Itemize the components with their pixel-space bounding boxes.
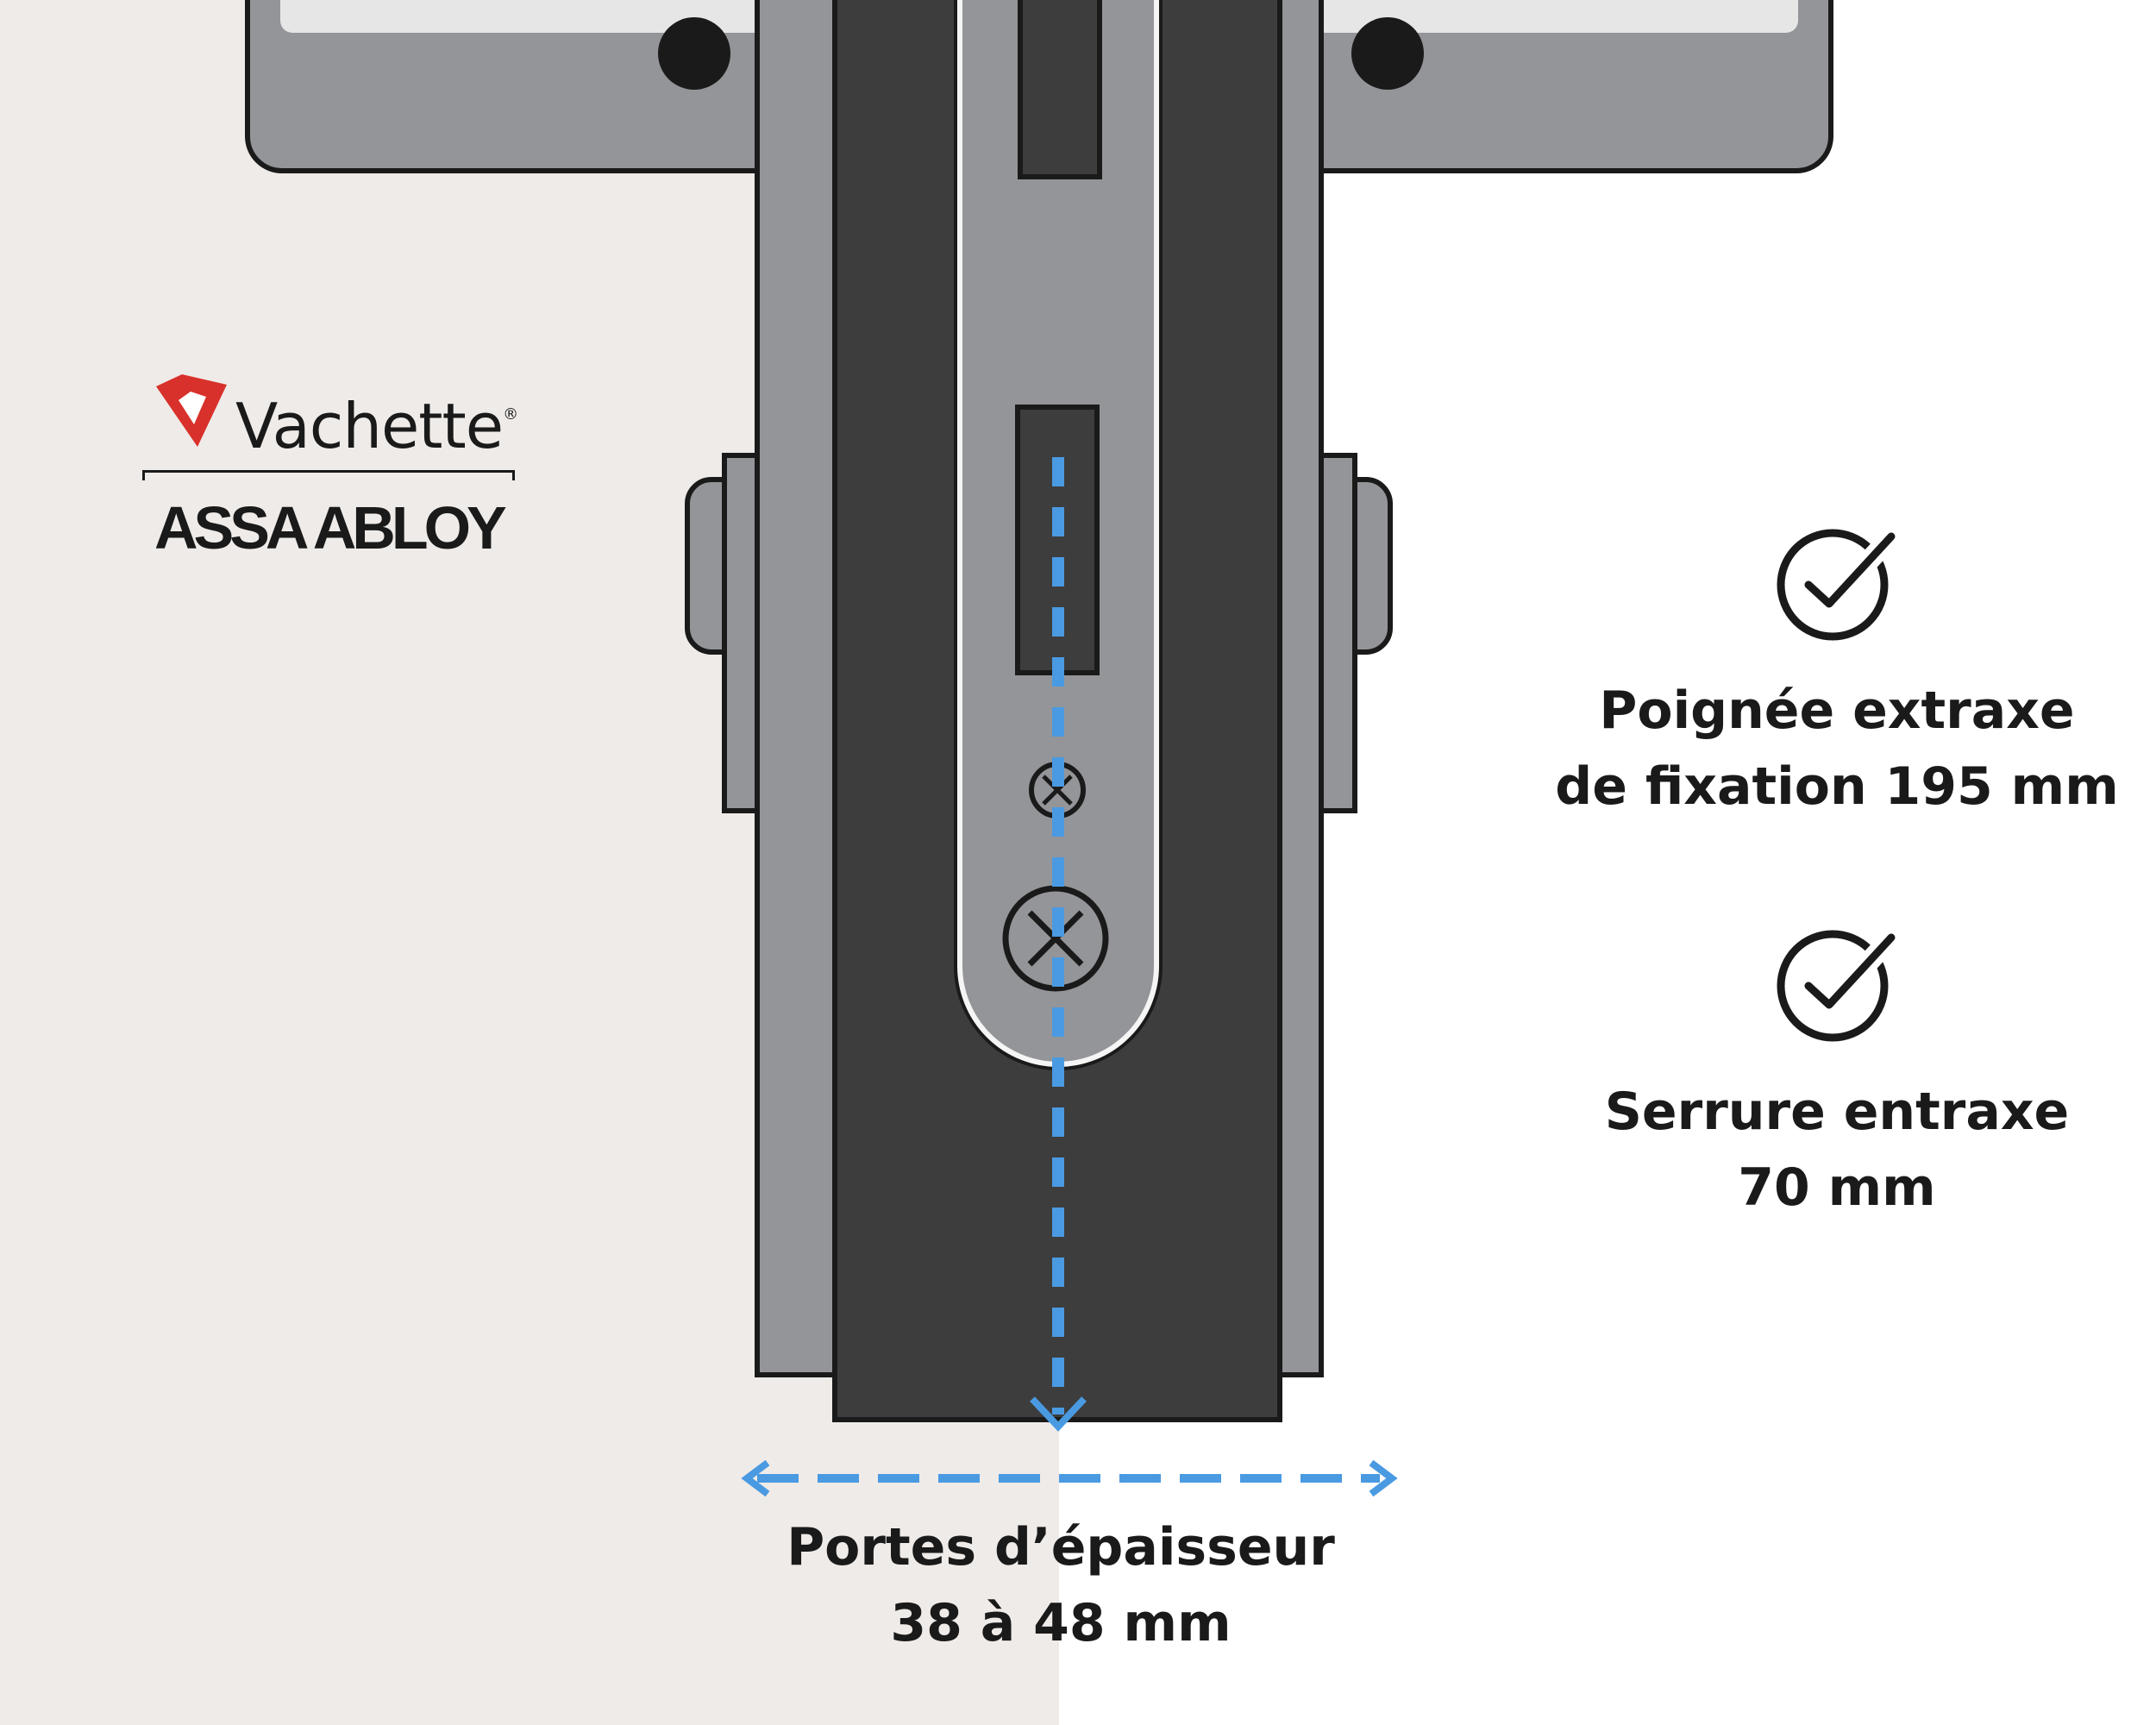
right-screw-hole: [1351, 17, 1424, 90]
large-screw: [1002, 885, 1109, 992]
feature-label: Poignée extraxe de fixation 195 mm: [1535, 673, 2139, 825]
left-screw-hole: [658, 17, 730, 90]
feature-line: Serrure entraxe: [1604, 1082, 2070, 1142]
upper-latch-slot: [1018, 0, 1102, 179]
feature-lock-spacing: Serrure entraxe 70 mm: [1535, 919, 2139, 1226]
vachette-assa-abloy-logo: Vachette® ASSA ABLOY: [142, 373, 522, 562]
caption-line: 38 à 48 mm: [890, 1593, 1232, 1653]
axis-arrowhead: [1030, 1396, 1087, 1432]
vachette-v-logo-icon: [156, 374, 227, 447]
thickness-arrowhead-right: [1369, 1459, 1398, 1497]
feature-line: de fixation 195 mm: [1555, 756, 2119, 817]
caption-line: Portes d’épaisseur: [787, 1517, 1335, 1578]
brand-name: Vachette®: [235, 390, 518, 462]
logo-divider: [142, 470, 515, 480]
feature-label: Serrure entraxe 70 mm: [1535, 1074, 2139, 1226]
feature-line: 70 mm: [1738, 1157, 1936, 1218]
parent-brand-name: ASSA ABLOY: [154, 494, 507, 561]
small-screw: [1029, 762, 1086, 819]
feature-line: Poignée extraxe: [1599, 681, 2075, 741]
feature-handle-spacing: Poignée extraxe de fixation 195 mm: [1535, 518, 2139, 825]
check-circle-icon: [1777, 524, 1902, 641]
door-thickness-caption: Portes d’épaisseur 38 à 48 mm: [716, 1509, 1406, 1661]
thickness-arrowhead-left: [741, 1459, 770, 1497]
check-circle-icon: [1777, 925, 1902, 1042]
